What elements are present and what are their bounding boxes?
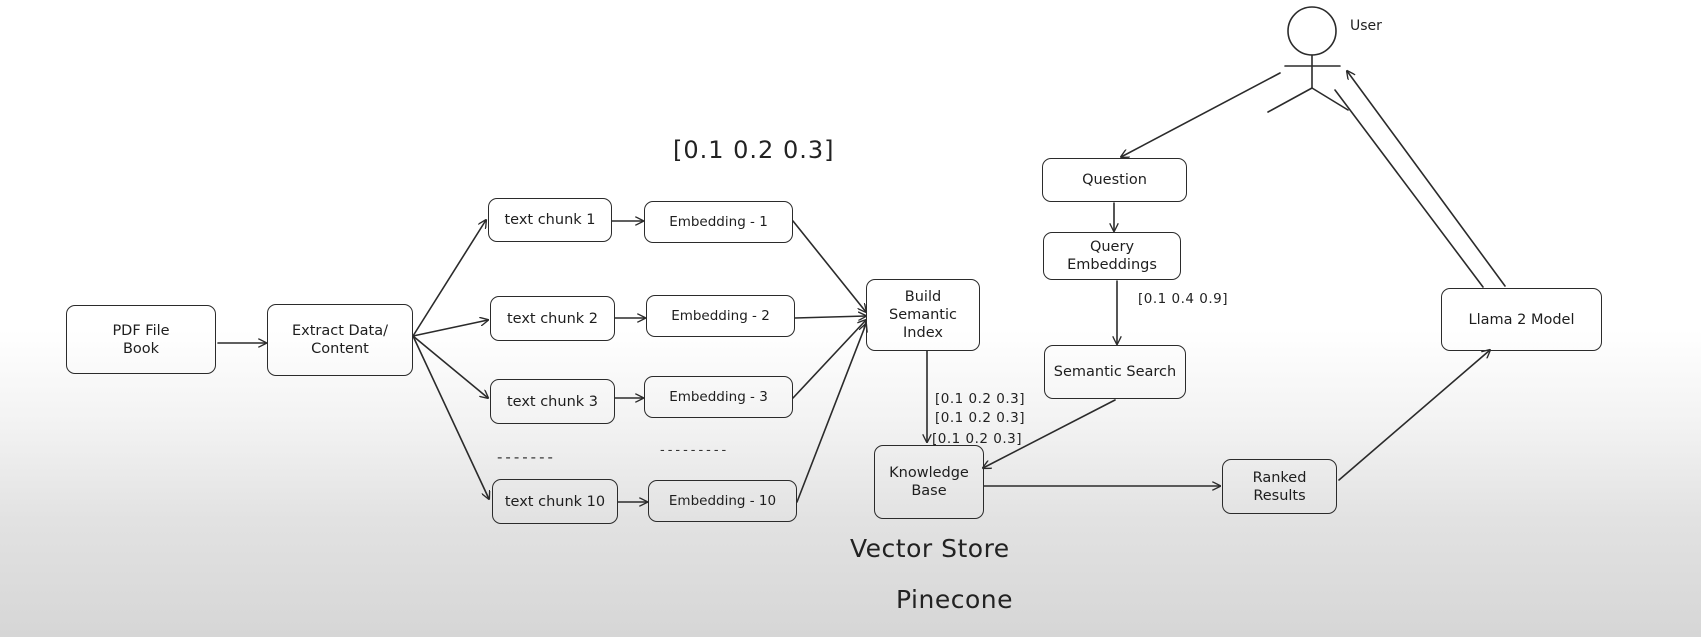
chunk-ellipsis: ------- bbox=[497, 448, 556, 466]
arrow-user-to-llama bbox=[1334, 89, 1484, 288]
arrow-user-to-question bbox=[1121, 72, 1281, 157]
node-text-chunk-1: text chunk 1 bbox=[488, 198, 612, 242]
arrow-emb1-to-index bbox=[792, 220, 866, 312]
embedding-ellipsis: --------- bbox=[660, 443, 730, 458]
user-figure-icon bbox=[1267, 6, 1349, 113]
node-pdf-file: PDF File Book bbox=[66, 305, 216, 374]
query-vector-label: [0.1 0.4 0.9] bbox=[1138, 291, 1229, 307]
node-embedding-1: Embedding - 1 bbox=[644, 201, 793, 243]
arrow-extract-to-chunk2 bbox=[412, 320, 488, 337]
node-embedding-3: Embedding - 3 bbox=[644, 376, 793, 418]
node-question: Question bbox=[1042, 158, 1187, 202]
arrow-extract-to-chunk3 bbox=[412, 335, 488, 398]
vector-store-caption: Vector Store bbox=[850, 534, 1010, 563]
node-build-semantic-index: Build Semantic Index bbox=[866, 279, 980, 351]
pinecone-caption: Pinecone bbox=[896, 585, 1013, 614]
arrow-emb2-to-index bbox=[794, 316, 866, 318]
arrow-llama-to-user bbox=[1347, 71, 1506, 287]
node-knowledge-base: Knowledge Base bbox=[874, 445, 984, 519]
kb-vector-label-1: [0.1 0.2 0.3] bbox=[935, 391, 1026, 407]
arrow-search-to-kb bbox=[983, 399, 1116, 468]
node-semantic-search: Semantic Search bbox=[1044, 345, 1186, 399]
node-extract-data: Extract Data/ Content bbox=[267, 304, 413, 376]
arrow-ranked-to-llama bbox=[1338, 350, 1490, 481]
node-embedding-2: Embedding - 2 bbox=[646, 295, 795, 337]
node-ranked-results: Ranked Results bbox=[1222, 459, 1337, 514]
arrow-extract-to-chunk1 bbox=[412, 220, 486, 337]
user-label: User bbox=[1350, 18, 1382, 34]
kb-vector-label-3: [0.1 0.2 0.3] bbox=[932, 431, 1023, 447]
kb-vector-label-2: [0.1 0.2 0.3] bbox=[935, 410, 1026, 426]
arrow-extract-to-chunk10 bbox=[412, 335, 489, 499]
node-text-chunk-2: text chunk 2 bbox=[490, 296, 615, 341]
node-query-embeddings: Query Embeddings bbox=[1043, 232, 1181, 280]
node-text-chunk-10: text chunk 10 bbox=[492, 479, 618, 524]
node-llama-2-model: Llama 2 Model bbox=[1441, 288, 1602, 351]
arrow-emb3-to-index bbox=[792, 320, 866, 399]
node-embedding-10: Embedding - 10 bbox=[648, 480, 797, 522]
example-vector-label: [0.1 0.2 0.3] bbox=[673, 136, 835, 164]
node-text-chunk-3: text chunk 3 bbox=[490, 379, 615, 424]
arrow-emb10-to-index bbox=[796, 324, 866, 503]
